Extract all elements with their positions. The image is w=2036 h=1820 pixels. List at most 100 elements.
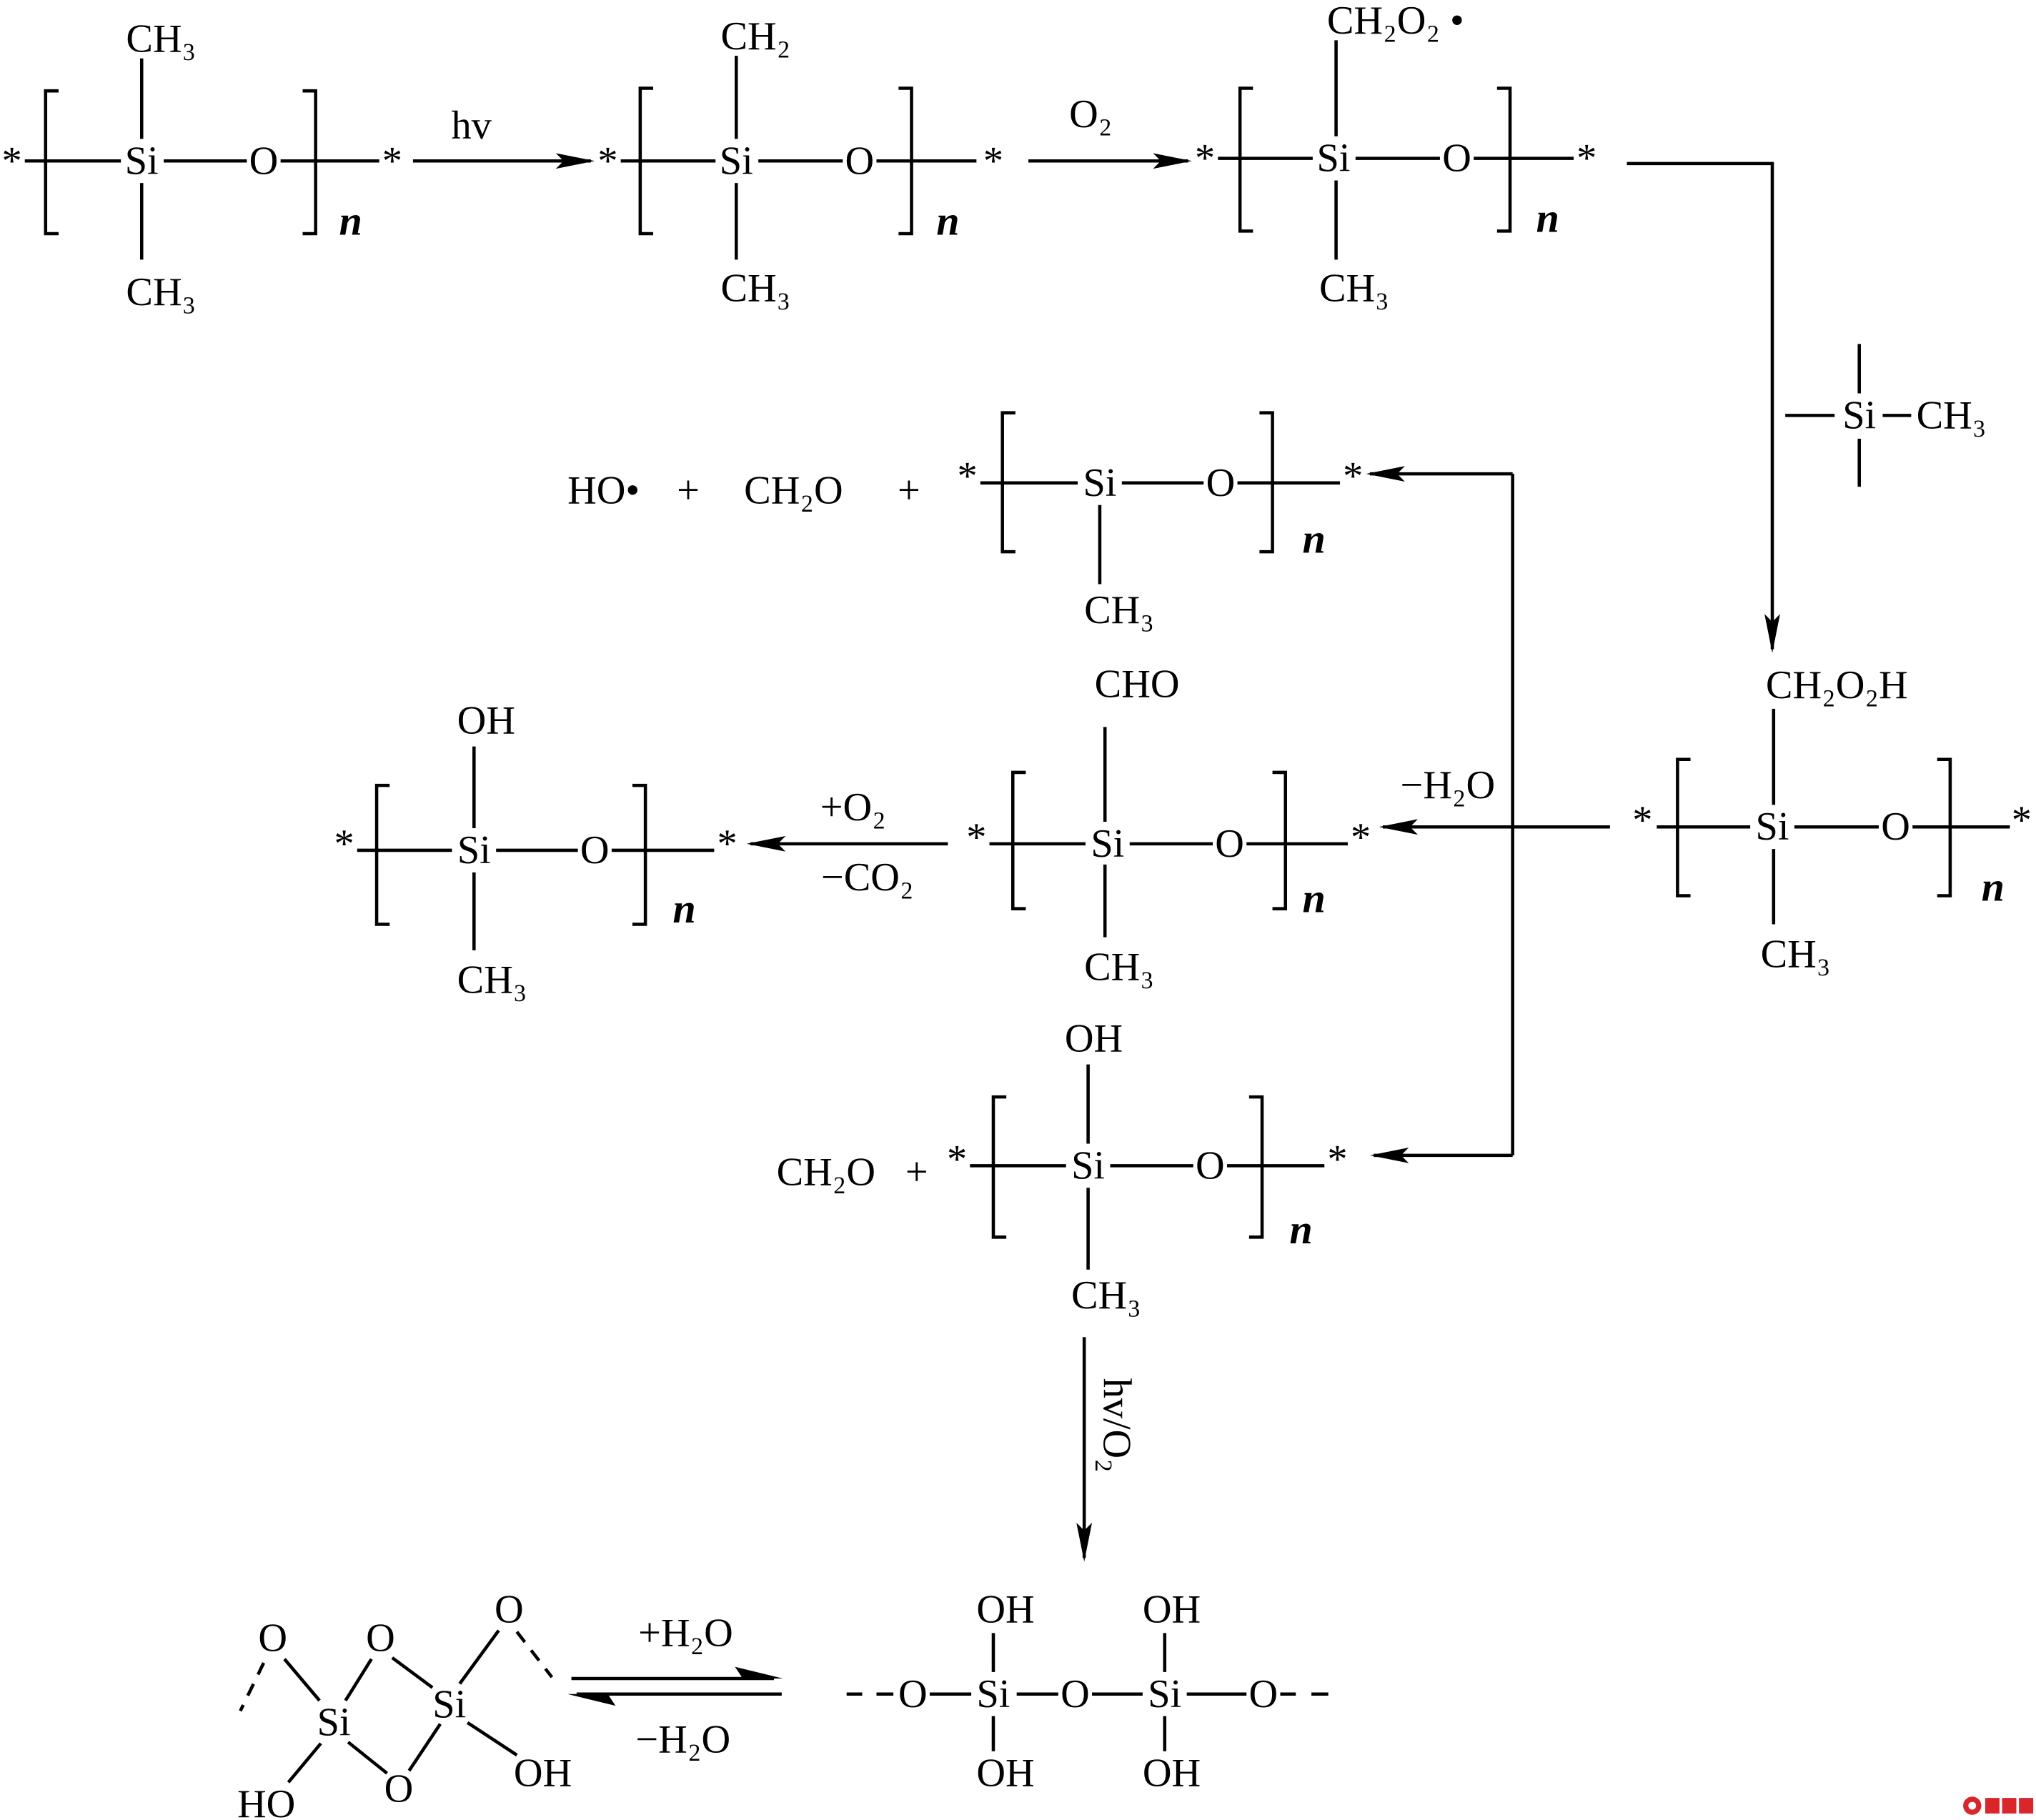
oxygen-atom: O [845,139,875,183]
hydroxyl-group: OH [1143,1751,1201,1796]
bracket-left [44,89,59,236]
forward-arrow-harpoon [735,1666,783,1679]
bracket-right [632,783,647,926]
hydroxyl-group: OH [1143,1588,1201,1632]
si-oh-bond [466,1721,518,1757]
repeat-count: n [339,197,362,244]
hydration-equilibrium-arrows: +H₂O −H₂O [567,1611,783,1761]
silicon-atom: Si [1148,1672,1181,1716]
repeat-count: n [936,197,959,244]
repeat-count: n [1289,1206,1312,1253]
silicon-atom: Si [1091,822,1124,866]
fragmentation-products: HO• + CH₂O + * Si O n * CH₃ [567,411,1363,632]
end-asterisk-right: * [382,139,402,183]
bracket-left [1000,411,1015,554]
silanol-products: CH₂O + * Si O n * OH CH₃ [777,1016,1348,1318]
top-aldehyde-group: CHO [1095,662,1180,706]
bracket-left [1676,757,1691,897]
hydroxyl-group-right: OH [514,1751,572,1796]
oxidation-decarboxylation-arrow: +O₂ −CO₂ [746,785,948,900]
bracket-right [1272,770,1288,910]
hydroxyl-group-left: HO [237,1782,295,1820]
si-o-ring-bond [344,1658,373,1702]
hydroperoxide-unit: * Si O n * CH₂O₂H CH₃ [1632,663,2032,976]
watermark-emblem-inner [1968,1801,1977,1810]
end-asterisk-left: * [966,815,986,860]
reagent-silicon-atom: Si [1842,393,1876,437]
bracket-right [1937,757,1952,897]
oxygen-atom: O [1442,136,1471,181]
oxygen-atom-ring-bottom: O [384,1766,414,1811]
reverse-label: −H₂O [635,1717,730,1761]
end-asterisk-right: * [1576,136,1596,181]
oxygen-atom: O [1881,805,1910,849]
hydrogen-abstraction-arrow: Si CH₃ [1627,161,1986,653]
top-hydroperoxide-group: CH₂O₂H [1766,663,1908,707]
hydroxyl-radical: HO• [567,469,640,513]
cyclic-siloxane: O Si O Si O O OH HO [237,1588,572,1820]
end-asterisk-left: * [947,1137,967,1181]
methylsiloxane-radical-unit: * Si O n * CH₃ [958,411,1363,632]
bottom-methyl-group: CH₃ [1084,588,1154,632]
silicon-atom: Si [977,1672,1010,1716]
oxygen-atom-ring-top: O [366,1616,395,1661]
repeat-count: n [1303,875,1326,922]
o-si-ring-bond [391,1656,434,1689]
oxygen-atom: O [1215,822,1244,866]
arrow-label: O₂ [1069,92,1112,136]
bottom-methyl-group: CH₃ [1761,932,1831,976]
watermark-glyph [2019,1798,2034,1814]
plus-sign: + [677,469,700,513]
bottom-methyl-group: CH₃ [126,270,196,314]
silanol-unit-product: * Si O n * OH CH₃ [947,1016,1347,1318]
end-asterisk-left: * [1,139,21,183]
end-asterisk-right: * [1327,1137,1347,1181]
watermark-glyph [1985,1798,2000,1814]
bracket-left [1010,770,1026,910]
dimethylsiloxane-unit: * Si O n * CH₃ CH₃ [1,17,402,314]
plus-sign: + [905,1150,928,1194]
methylene-radical-unit: * Si O n * CH₂ CH₃ [597,14,1003,310]
arrow-label-above: +O₂ [820,785,886,830]
silicon-atom: Si [1071,1143,1105,1188]
silicon-atom: Si [1083,461,1116,505]
si-ho-bond [287,1742,322,1784]
o-si-bond [283,1658,321,1702]
end-asterisk-right: * [717,822,737,866]
bottom-methyl-group: CH₃ [1071,1273,1141,1318]
end-asterisk-left: * [1632,798,1652,842]
bracket-right [1248,1095,1264,1239]
oxygen-atom: O [1196,1143,1225,1188]
forward-label: +H₂O [638,1611,733,1655]
dehydration-label: −H₂O [1400,763,1495,807]
arrow-label: hv/O₂ [1095,1378,1139,1473]
end-asterisk-left: * [958,454,978,499]
bracket-right [1496,86,1512,233]
arrow-line [1627,161,1780,653]
oxygen-atom-bridge: O [1061,1672,1090,1716]
linear-silanol-chain: O Si OH OH O Si OH OH O [846,1588,1329,1796]
photo-oxidation-arrow: hv/O₂ [1076,1337,1139,1562]
formaldehyde: CH₂O [777,1150,876,1194]
aldehyde-unit: * Si O n * CHO CH₃ [966,662,1371,989]
bottom-methyl-group: CH₃ [457,958,527,1003]
top-methylene-group: CH₂ [720,14,790,59]
repeat-count: n [1303,515,1326,562]
oxygen-atom: O [1206,461,1236,505]
oxygen-addition-arrow: O₂ [1028,92,1192,169]
bottom-methyl-group: CH₃ [720,266,790,310]
bracket-left [991,1095,1007,1239]
bracket-right [302,89,317,236]
peroxy-radical-unit: * Si O n * CH₂O₂ • CH₃ [1195,0,1596,310]
bottom-methyl-group: CH₃ [1084,945,1154,989]
oxygen-atom: O [580,828,610,872]
oxygen-atom: O [898,1672,928,1716]
bracket-left [374,783,390,926]
hydroxyl-group: OH [976,1751,1034,1796]
silanol-unit: * Si O n * OH CH₃ [334,698,738,1002]
end-asterisk-left: * [334,822,354,866]
end-asterisk-right: * [2012,798,2032,842]
arrow-label-below: −CO₂ [821,855,914,900]
